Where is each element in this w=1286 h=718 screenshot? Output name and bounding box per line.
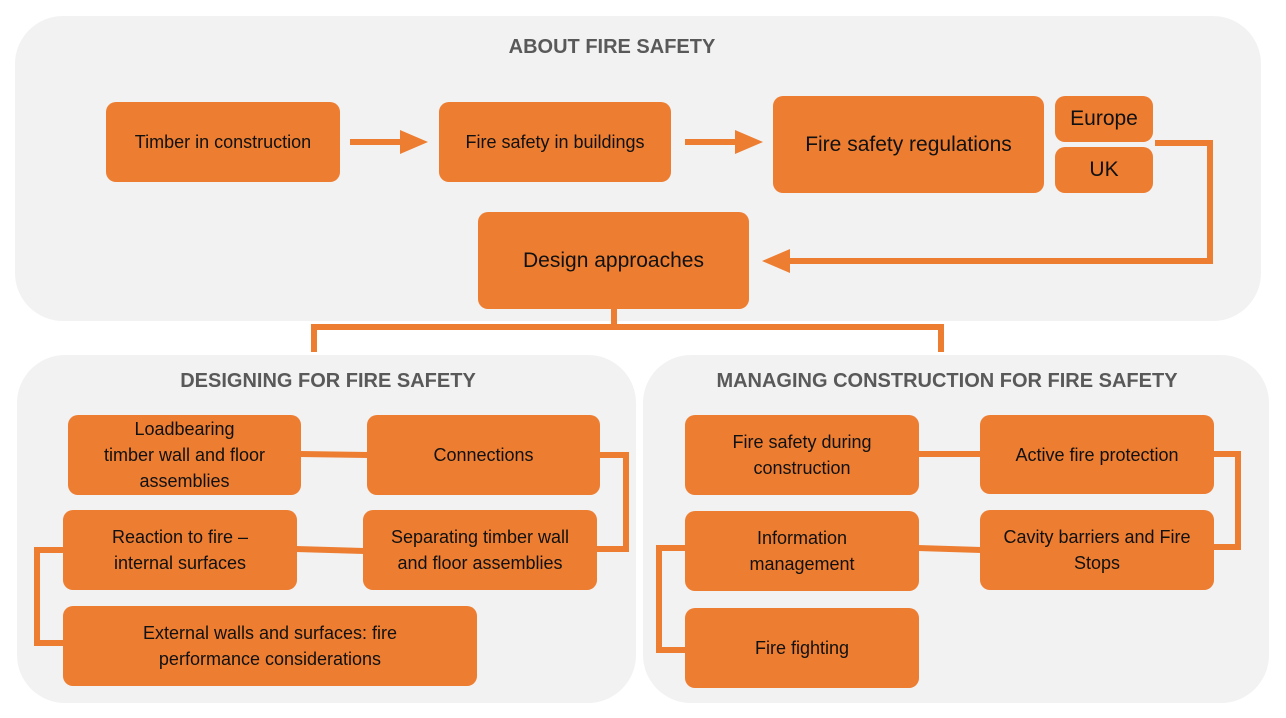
node-fire-fighting[interactable]: Fire fighting	[685, 608, 919, 688]
node-information-management[interactable]: Information management	[685, 511, 919, 591]
connector-design-split	[311, 324, 944, 352]
node-europe[interactable]: Europe	[1055, 96, 1153, 142]
node-connections[interactable]: Connections	[367, 415, 600, 495]
node-fire-safety-regulations[interactable]: Fire safety regulations	[773, 96, 1044, 193]
node-active-fire-protection[interactable]: Active fire protection	[980, 415, 1214, 494]
node-reaction-to-fire[interactable]: Reaction to fire – internal surfaces	[63, 510, 297, 590]
node-timber-in-construction[interactable]: Timber in construction	[106, 102, 340, 182]
about-panel-title: ABOUT FIRE SAFETY	[508, 36, 716, 58]
managing-panel-title: MANAGING CONSTRUCTION FOR FIRE SAFETY	[716, 370, 1178, 392]
node-loadbearing-assemblies[interactable]: Loadbearing timber wall and floor assemb…	[68, 415, 301, 495]
node-separating-assemblies[interactable]: Separating timber wall and floor assembl…	[363, 510, 597, 590]
designing-panel-title: DESIGNING FOR FIRE SAFETY	[180, 370, 476, 392]
node-design-approaches[interactable]: Design approaches	[478, 212, 749, 309]
node-external-walls[interactable]: External walls and surfaces: fire perfor…	[63, 606, 477, 686]
node-fire-safety-during-construction[interactable]: Fire safety during construction	[685, 415, 919, 495]
node-cavity-barriers[interactable]: Cavity barriers and Fire Stops	[980, 510, 1214, 590]
node-fire-safety-in-buildings[interactable]: Fire safety in buildings	[439, 102, 671, 182]
node-uk[interactable]: UK	[1055, 147, 1153, 193]
